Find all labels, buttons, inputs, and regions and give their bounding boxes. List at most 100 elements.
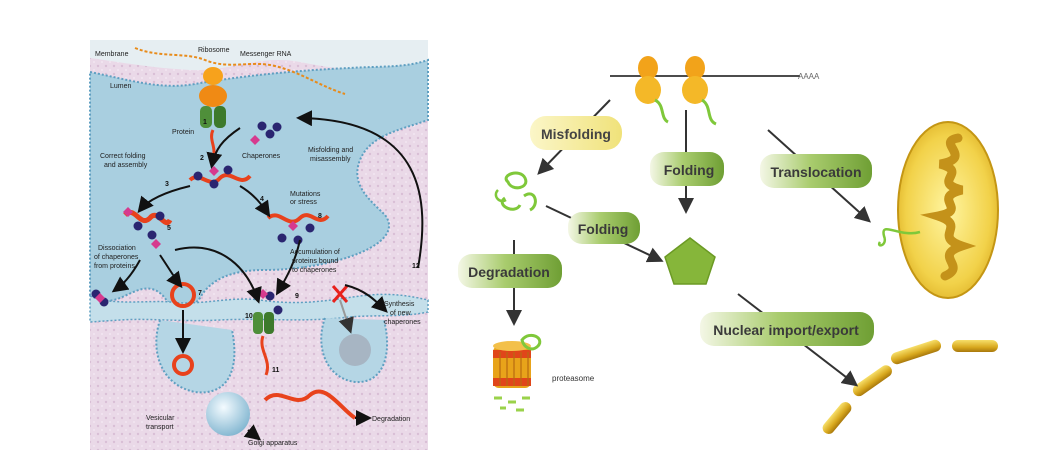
label-synthesis-1: Synthesis [384, 301, 415, 308]
trapped-protein [339, 334, 371, 366]
label-synthesis-2: of new [390, 310, 412, 317]
chaperone-sphere [305, 223, 315, 233]
chaperone-diamond [288, 221, 298, 231]
label-accumulation-3: to chaperones [292, 267, 337, 274]
ribosome-large [199, 85, 227, 107]
chaperone-sphere [293, 235, 303, 245]
label-accumulation-2: proteins bound [292, 258, 338, 265]
label-membrane: Membrane [95, 51, 129, 58]
label-misfolding-1: Misfolding and [308, 147, 353, 154]
arrow-golgi [243, 424, 262, 441]
arrow-2 [206, 127, 241, 169]
label-protein: Protein [172, 129, 194, 136]
pill-folding-top-label: Folding [664, 162, 715, 178]
step-11: 11 [272, 367, 280, 374]
process-pills: Misfolding Folding Translocation Folding… [458, 116, 874, 346]
degradation-chain [263, 389, 357, 420]
label-misfolding-2: misassembly [310, 156, 351, 163]
chaperone-sphere [273, 305, 283, 315]
chaperone-sphere [265, 129, 275, 139]
arrow-9 [275, 239, 301, 296]
vesicle-cargo [172, 354, 194, 376]
nuclear-envelope-rods [822, 339, 998, 434]
step-10: 10 [245, 313, 253, 320]
chaperone-sphere [209, 179, 219, 189]
step-1: 1 [203, 119, 207, 126]
pill-folding-top: Folding [650, 152, 724, 186]
ribosome-2 [682, 56, 717, 126]
label-chaperones: Chaperones [242, 153, 281, 160]
chaperone-diamond [151, 239, 161, 249]
arrow-6 [111, 259, 141, 293]
label-synthesis-3: chaperones [384, 319, 421, 326]
pill-folding-mid-label: Folding [578, 221, 629, 237]
label-dissociation-2: of chaperones [94, 254, 139, 261]
translocon-left [200, 106, 212, 128]
left-labels: Membrane Lumen Ribosome Messenger RNA Pr… [94, 47, 421, 447]
chaperone-sphere [277, 233, 287, 243]
chaperone-sphere [133, 221, 143, 231]
lumen-lower-edge [89, 293, 429, 323]
step-3: 3 [165, 181, 169, 188]
proteasome-label: proteasome [552, 374, 595, 383]
pill-translocation: Translocation [760, 154, 872, 188]
label-ribosome: Ribosome [198, 47, 230, 54]
label-vesicular-1: Vesicular [146, 415, 175, 422]
label-dissociation-1: Dissociation [98, 245, 136, 252]
label-degradation: Degradation [372, 416, 410, 423]
arrow-4 [239, 185, 271, 218]
chaperone-sphere [193, 171, 203, 181]
pill-misfolding-label: Misfolding [541, 126, 611, 142]
pill-nuclear: Nuclear import/export [700, 312, 874, 346]
step-7: 7 [198, 290, 202, 297]
folded-protein-7 [170, 282, 196, 308]
label-golgi: Golgi apparatus [248, 440, 298, 447]
right-panel: AAAA [458, 56, 999, 434]
translocon-right [214, 106, 226, 128]
step-4: 4 [260, 196, 264, 203]
ribosome-small [203, 67, 223, 85]
chaperone-diamond [123, 207, 133, 217]
ribosome-1 [635, 56, 669, 124]
pill-degradation: Degradation [458, 254, 562, 288]
arrow-accumulation [338, 299, 354, 334]
chaperone-sphere [155, 211, 165, 221]
chaperone-diamond [250, 135, 260, 145]
mrna-strand [134, 47, 346, 95]
label-dissociation-3: from proteins [94, 263, 135, 270]
arrow-7 [159, 254, 183, 289]
label-mutations-1: Mutations [290, 191, 321, 198]
step-numbers: 1 2 3 4 5 6 7 8 9 10 11 12 [122, 119, 420, 374]
label-correct-folding-1: Correct folding [100, 153, 146, 160]
pill-folding-mid: Folding [568, 212, 640, 244]
step-5: 5 [167, 225, 171, 232]
folded-protein-pentagon [664, 237, 716, 285]
label-mutations-2: or stress [290, 199, 317, 206]
chaperone-diamond [95, 293, 105, 303]
step-9: 9 [295, 293, 299, 300]
left-panel: Membrane Lumen Ribosome Messenger RNA Pr… [89, 40, 429, 450]
translocon-10a [253, 312, 263, 334]
chaperones-group [91, 121, 315, 315]
translocon-10b [264, 312, 274, 334]
arrow-dissociation [174, 246, 262, 304]
pill-degradation-label: Degradation [468, 264, 550, 280]
mrna-tail-label: AAAA [798, 72, 820, 81]
left-arrows [111, 110, 424, 441]
top-region [90, 40, 428, 71]
blocked-mark [331, 285, 349, 303]
pill-translocation-label: Translocation [770, 164, 861, 180]
chaperone-sphere [272, 122, 282, 132]
vesicle-sphere [206, 392, 250, 436]
proteasome-icon [493, 333, 542, 412]
pill-nuclear-label: Nuclear import/export [713, 322, 859, 338]
misfolded-protein [494, 171, 537, 212]
chaperone-sphere [147, 230, 157, 240]
step-6: 6 [122, 282, 126, 289]
chaperone-sphere [223, 165, 233, 175]
label-messenger-rna: Messenger RNA [240, 51, 292, 58]
feedback-arrow-12 [296, 110, 424, 269]
chaperone-sphere [257, 121, 267, 131]
